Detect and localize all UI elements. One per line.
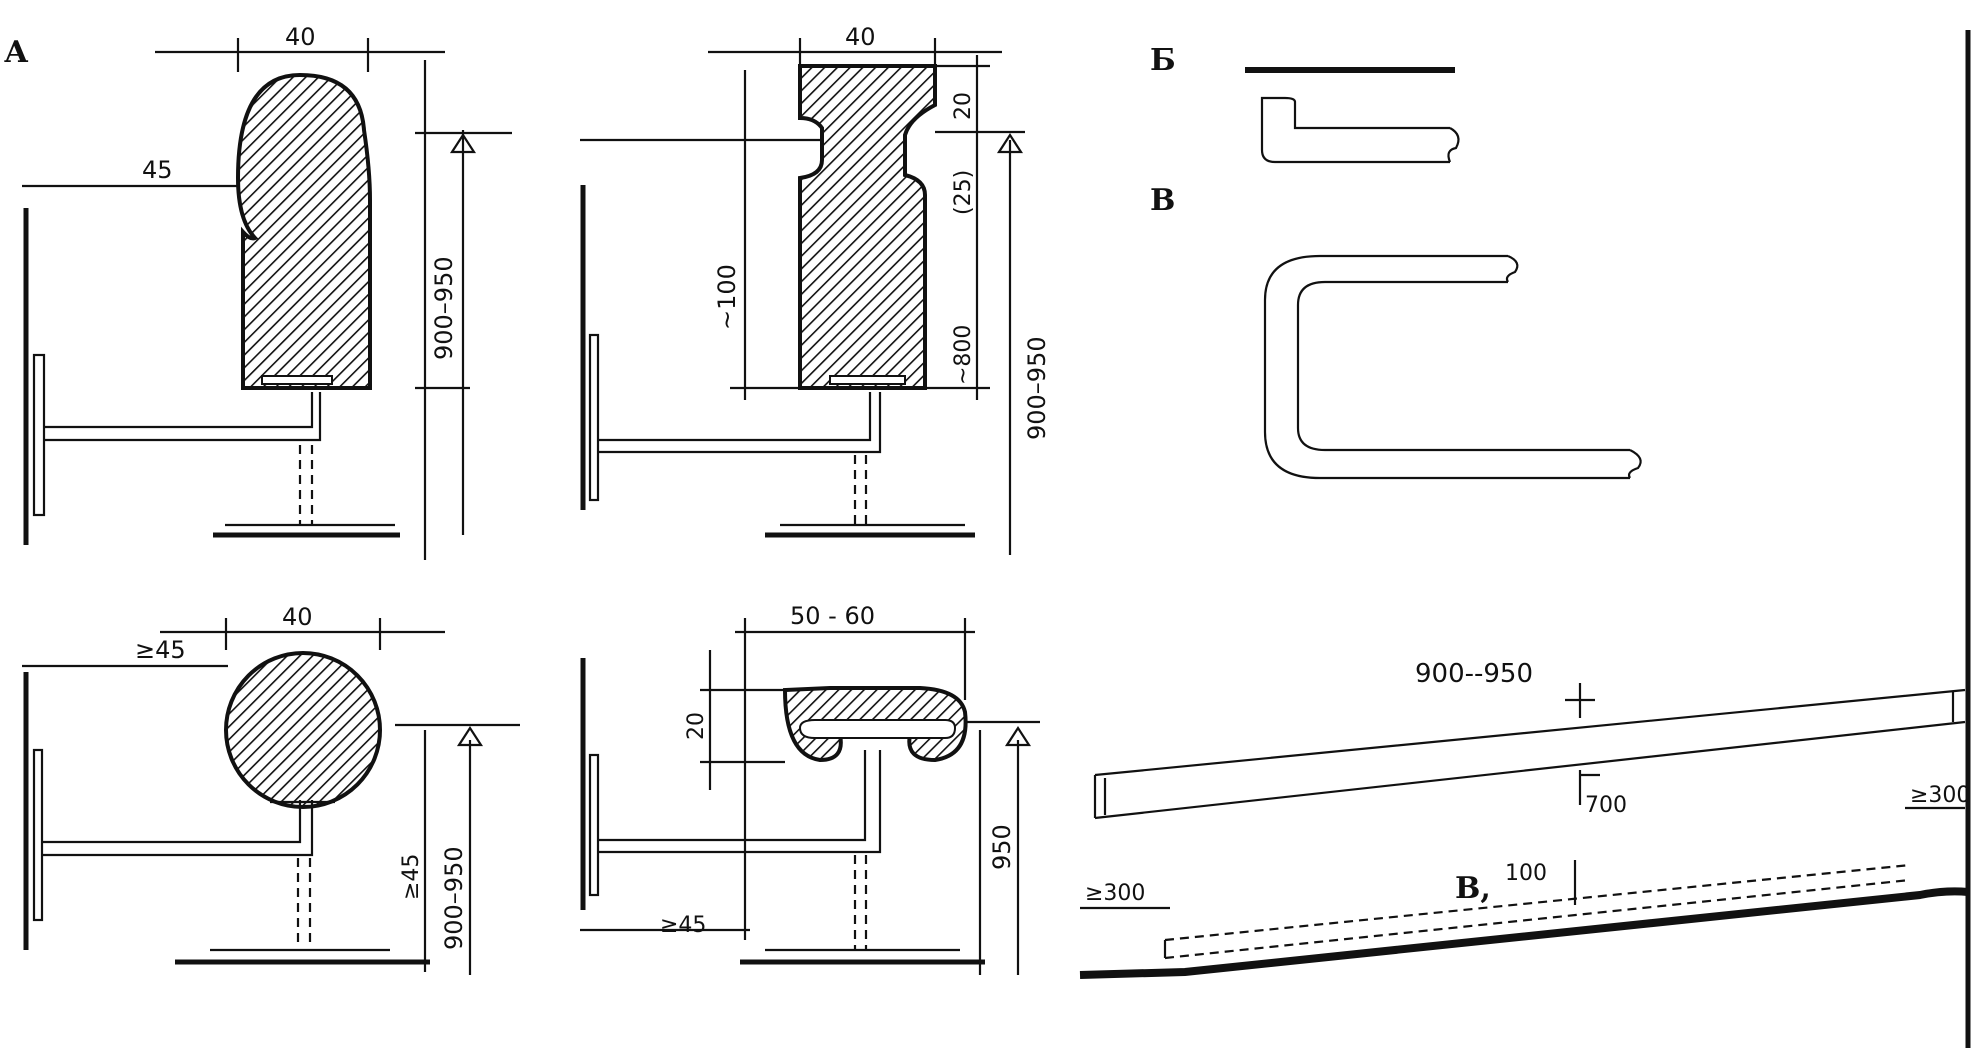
figure-v: В [1150,183,1642,480]
bracket [598,750,882,854]
dim-100: ~100 [713,264,741,330]
wall-plate [32,748,44,922]
profile-slot [798,719,957,739]
post-hidden [296,858,312,945]
label-b: Б [1150,43,1176,78]
dim-40-b: 40 [845,23,876,51]
level-marker [1004,725,1032,747]
figure-b: Б [1150,43,1460,164]
dim-100-b: 100 [1505,861,1547,886]
dim-ge300-b: ≥300 [1085,881,1145,906]
bracket [42,800,314,857]
dim-20-b: 20 [684,712,709,740]
dim-50-60: 50 - 60 [790,602,875,630]
profile-slot [261,375,333,385]
post-hidden [853,455,868,525]
rail-end-b [1260,96,1450,164]
figure-a3: 40 ≥45 ≥45 900–950 [22,603,520,975]
handrail-lower [1164,863,1911,960]
post-hidden [853,855,868,950]
level-marker [996,132,1024,154]
dim-ge300-a: ≥300 [1910,783,1970,808]
break-symbol [1505,254,1519,283]
dim-40-a: 40 [285,23,316,51]
dim-900-950-a: 900–950 [430,256,458,360]
wall-plate [588,333,600,502]
dim-ge45-c: ≥45 [660,913,706,938]
dim-950: 950 [988,824,1016,870]
dim-900-950-b: 900–950 [1023,336,1051,440]
dim-900-950-c: 900–950 [440,846,468,950]
label-a: А [4,35,29,70]
level-tick [1565,683,1595,718]
ramp-elevation: 900--950 700 ≥300 В, 100 ≥300 [1079,659,1970,979]
dim-900-950-d: 900--950 [1415,659,1533,689]
dim-40-c: 40 [282,603,313,631]
figure-a4: 50 - 60 20 ≥45 950 [580,602,1040,975]
dim-45: 45 [142,156,173,184]
wall-plate [588,753,600,897]
rail-outer [1263,254,1630,480]
handrail-profile [798,64,937,390]
handrail-upper [1094,688,1966,820]
ramp-slope [1079,887,1969,979]
figure-a2: 40 ~100 20 (25) ~800 900–950 [580,23,1051,555]
rail-inner [1296,280,1630,452]
dim-25: (25) [951,170,976,215]
figure-a1: А 40 45 900–950 [4,23,512,560]
level-tick [1578,770,1600,805]
dim-700: 700 [1585,793,1627,818]
wall-plate [32,353,46,517]
dim-800: ~800 [951,325,976,385]
dim-ge45-a: ≥45 [135,636,186,664]
dim-ge45-b: ≥45 [399,854,424,900]
rail-end-left [1093,775,1107,818]
level-marker [456,725,484,747]
handrail-profile [235,72,372,390]
dim-20-a: 20 [951,92,976,120]
bracket [44,392,322,442]
label-v2: В, [1455,871,1491,906]
label-v: В [1150,183,1175,218]
level-marker [449,132,477,154]
post-hidden [298,445,314,525]
bracket [598,392,882,454]
profile-slot [829,375,906,385]
handrail-profile [224,651,382,809]
break-symbol [1627,449,1642,479]
break-symbol [1447,127,1460,163]
